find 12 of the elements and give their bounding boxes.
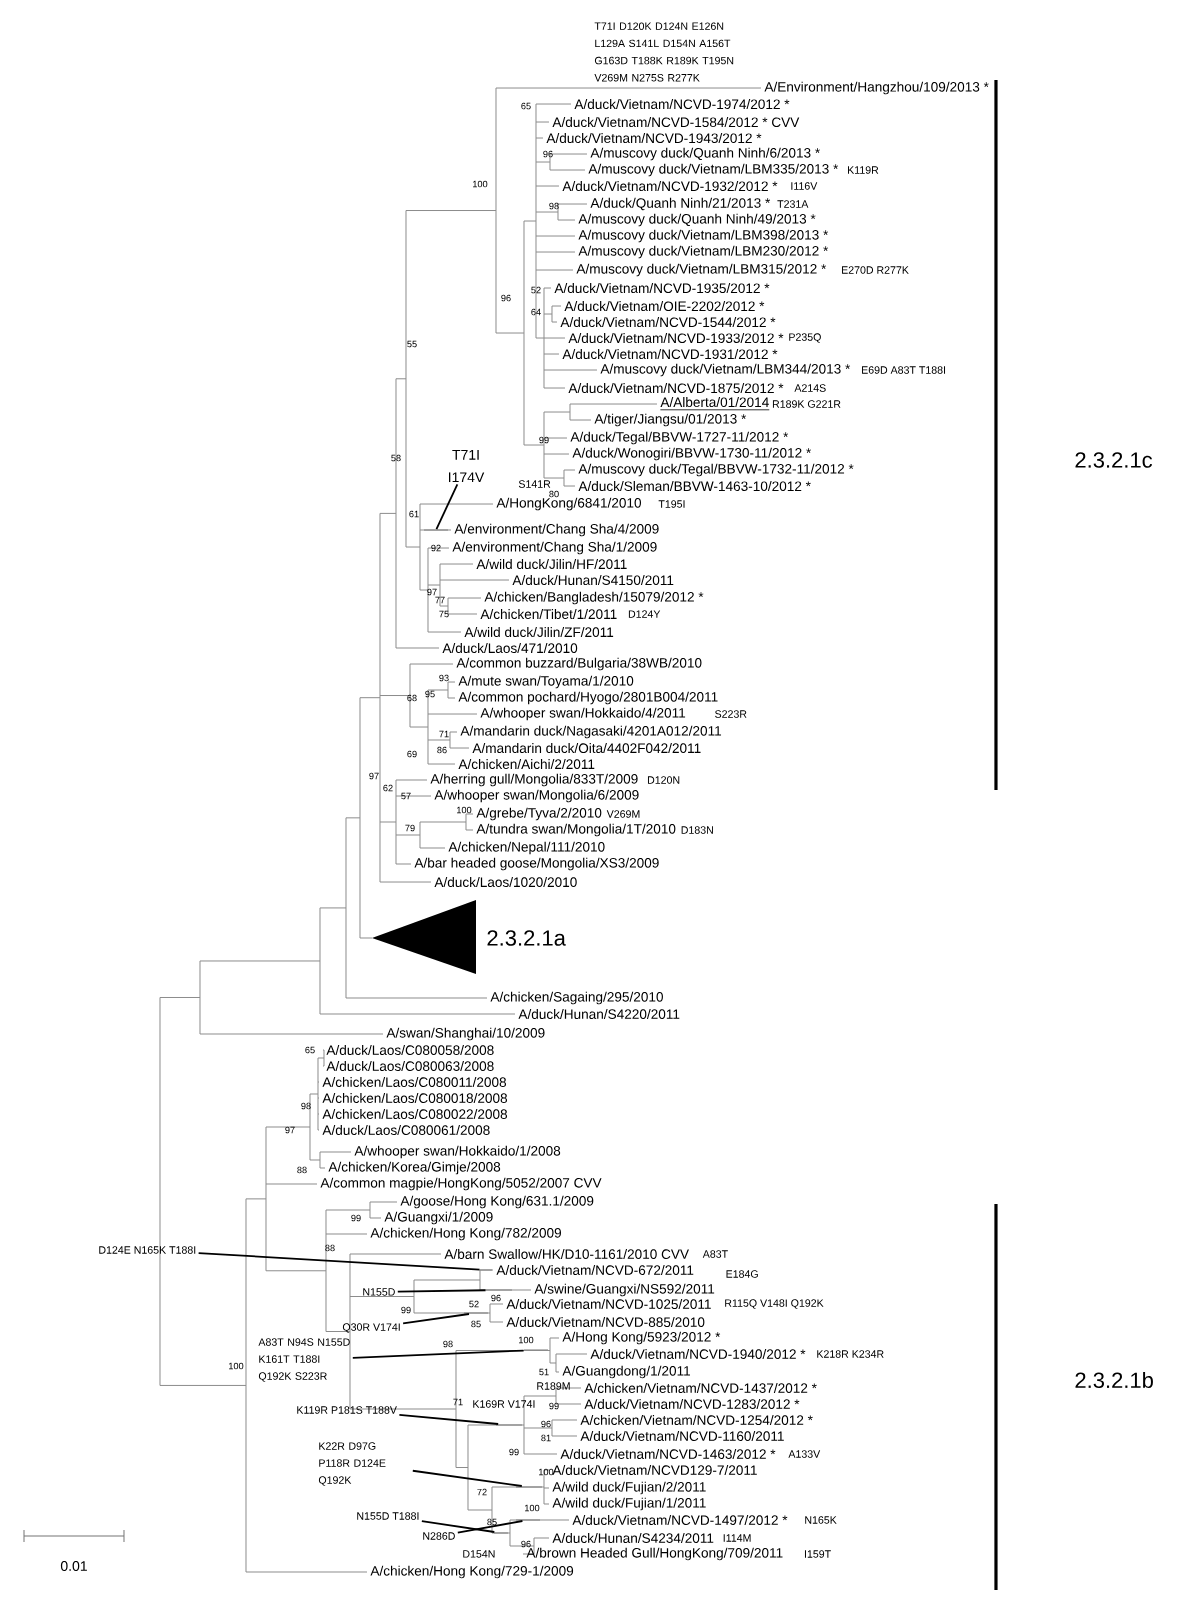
leader-line [351,1349,525,1359]
leader-line [411,1469,523,1487]
leader-line [398,1413,500,1425]
clade-label: 2.3.2.1c [1075,452,1153,468]
leader-line [420,1520,496,1533]
clade-label: 2.3.2.1b [1075,1371,1153,1389]
leader-line [435,483,459,530]
leader-line [456,1520,524,1534]
leader-line [396,1289,487,1293]
clade-label: 2.3.2.1a [487,930,566,946]
leader-line [197,1252,481,1271]
leader-line [402,1313,470,1325]
